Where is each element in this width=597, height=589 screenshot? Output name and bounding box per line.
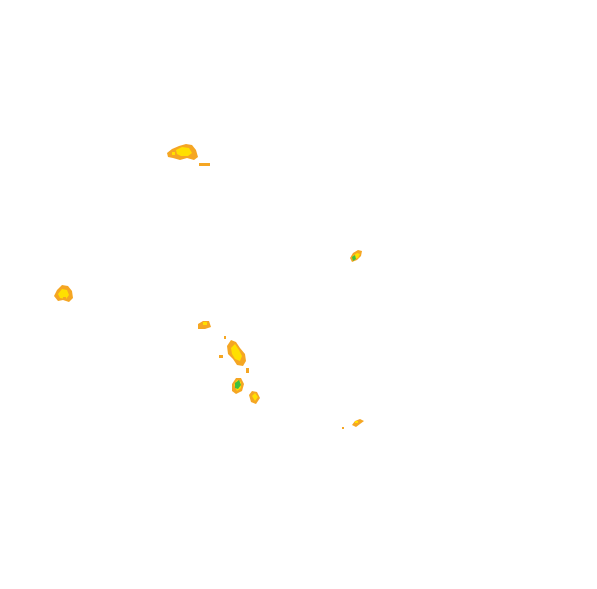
patch-south-green <box>232 378 244 394</box>
patch-north <box>167 144 210 166</box>
patch-southeast <box>342 419 364 429</box>
patch-center <box>219 336 249 373</box>
patch-center-small <box>198 321 211 329</box>
patch-south-small <box>249 391 260 404</box>
patch-west <box>54 285 73 302</box>
patch-east <box>350 250 362 262</box>
